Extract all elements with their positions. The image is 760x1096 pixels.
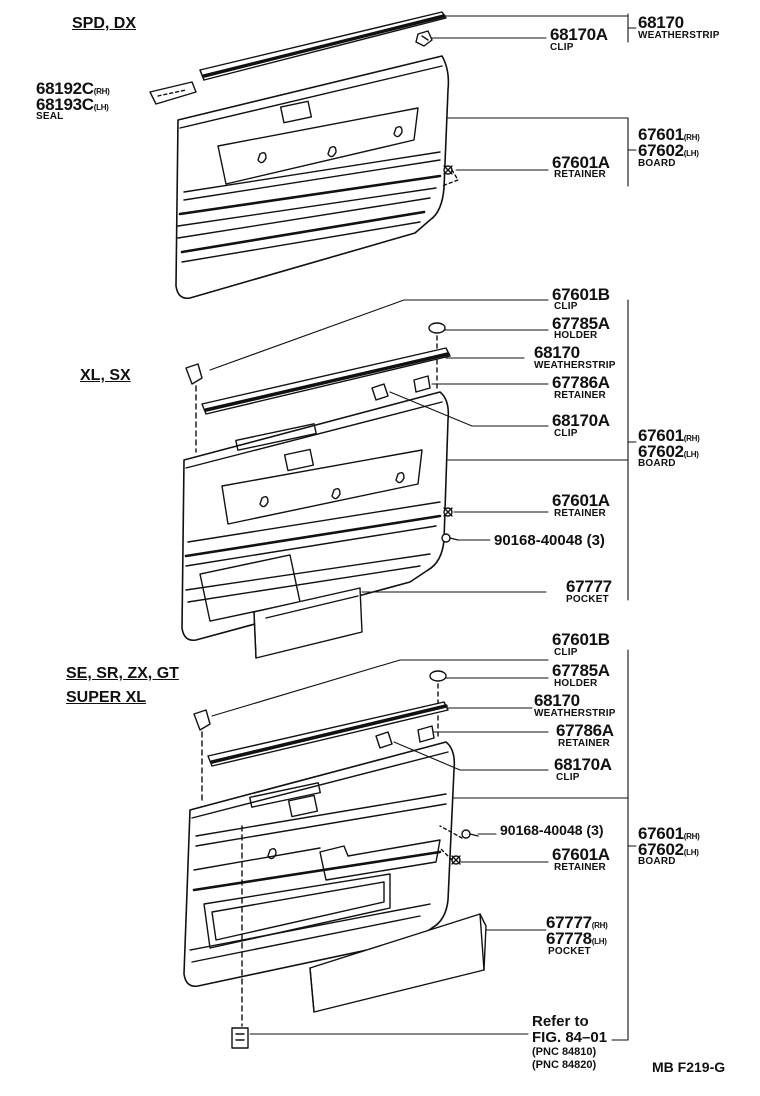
part-name: BOARD [638,856,676,867]
part-number: 67601A [552,845,610,864]
group2-drawing [181,322,459,659]
group1-drawing [149,11,459,300]
part-name: CLIP [554,428,578,439]
weatherstrip-icon [201,347,451,415]
part-number: 67601A [552,491,610,510]
part-number: 68170 [638,13,684,32]
part-name: RETAINER [554,169,606,180]
part-number: 67786A [552,373,610,392]
weatherstrip-icon [199,11,447,81]
part-number: 67602(LH) [638,840,699,859]
part-number: 67601(RH) [638,824,700,843]
part-name: CLIP [550,42,574,53]
holder-icon [429,670,447,682]
part-name: CLIP [554,301,578,312]
weatherstrip-icon [207,701,449,767]
clip-icon [371,383,389,401]
part-number: 67601(RH) [638,426,700,445]
retainer-icon [417,725,435,743]
part-number: 68170A [554,755,612,774]
part-number: 67777 [566,577,612,596]
clip-icon [185,363,203,385]
part-number: 67601B [552,630,610,649]
part-name: SEAL [36,111,64,122]
group3-header-line2: SUPER XL [66,689,147,706]
part-number: 68192C(RH) [36,79,110,98]
retainer-icon [413,375,431,393]
group1-header: SPD, DX [72,15,137,32]
part-number: 68170A [550,25,608,44]
door-board-icon [181,391,450,642]
part-name: POCKET [548,946,591,957]
part-number: 67777(RH) [546,913,608,932]
part-name: BOARD [638,158,676,169]
reference-figure: FIG. 84–01 [532,1029,608,1046]
screw-icon [441,533,459,543]
part-number: 67778(LH) [546,929,607,948]
part-number: 67601A [552,153,610,172]
leader-lines [209,13,637,1041]
pocket-icon [253,587,363,659]
part-number: 90168-40048 (3) [494,532,605,549]
group3-drawing [183,670,487,1049]
part-name: HOLDER [554,678,598,689]
clip-icon [415,30,433,47]
reference-text: Refer to [532,1013,589,1030]
part-number: 67601B [552,285,610,304]
part-number: 68170 [534,343,580,362]
part-name: RETAINER [554,862,606,873]
retainer-icon [451,855,461,865]
part-number: 68170 [534,691,580,710]
clip-icon [231,1027,249,1049]
group2-header: XL, SX [80,367,131,384]
part-name: WEATHERSTRIP [534,360,616,371]
part-name: WEATHERSTRIP [638,30,720,41]
door-board-icon [175,55,450,300]
part-name: RETAINER [554,508,606,519]
seal-icon [149,81,197,105]
part-name: BOARD [638,458,676,469]
part-number: 67786A [556,721,614,740]
figure-code: MB F219-G [652,1059,726,1075]
screw-icon [461,829,479,839]
part-number: 67602(LH) [638,442,699,461]
pocket-icon [309,913,487,1013]
part-number: 67602(LH) [638,141,699,160]
part-number: 90168-40048 (3) [500,822,604,838]
part-name: POCKET [566,594,609,605]
part-name: CLIP [556,772,580,783]
reference-pnc: (PNC 84810) [532,1046,597,1058]
clip-icon [193,709,211,731]
door-board-icon [183,741,456,988]
part-name: RETAINER [558,738,610,749]
clip-icon [375,731,393,749]
part-name: CLIP [554,647,578,658]
retainer-icon [443,507,453,517]
part-number: 68170A [552,411,610,430]
part-name: WEATHERSTRIP [534,708,616,719]
part-number: 68193C(LH) [36,95,109,114]
reference-pnc: (PNC 84820) [532,1059,597,1071]
group3-header: SE, SR, ZX, GT [66,665,179,682]
part-number: 67785A [552,661,610,680]
part-number: 67785A [552,314,610,333]
retainer-icon [443,165,453,175]
part-name: HOLDER [554,330,598,341]
part-number: 67601(RH) [638,125,700,144]
part-name: RETAINER [554,390,606,401]
holder-icon [428,322,446,334]
